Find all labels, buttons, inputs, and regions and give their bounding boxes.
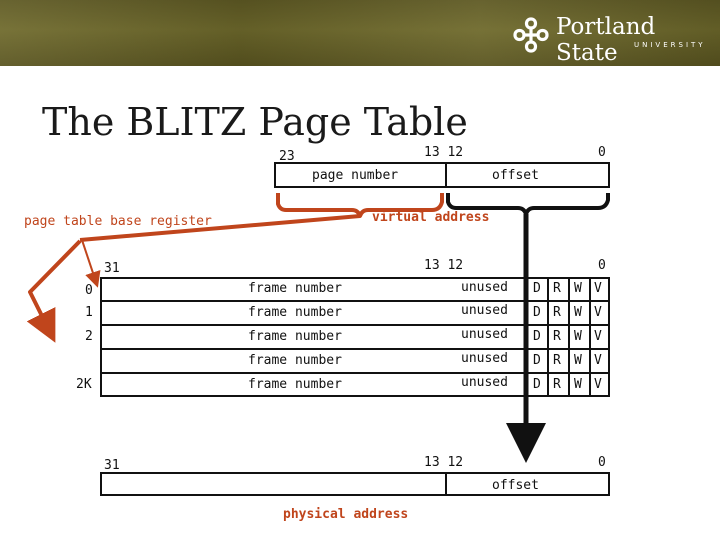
va-bit-low: 0: [598, 145, 606, 160]
pt-bit-low: 0: [598, 258, 606, 273]
pt-row-1-r: R: [553, 305, 561, 320]
va-divider: [445, 162, 447, 188]
pt-row-1-d: D: [533, 305, 541, 320]
pa-offset-field: offset: [492, 478, 539, 493]
pt-row-4-frame: frame number: [248, 377, 342, 392]
pt-col-divider-d: [526, 277, 528, 397]
physical-address-box: [100, 472, 610, 496]
pt-row-2-frame: frame number: [248, 329, 342, 344]
pt-col-divider-w: [568, 277, 570, 397]
page-table-box: [100, 277, 610, 397]
pa-bit-mid: 13 12: [424, 455, 464, 470]
header-banner: Portland State UNIVERSITY: [0, 0, 720, 66]
pt-index-0: 0: [85, 283, 93, 298]
pt-bit-high: 31: [104, 261, 120, 276]
pt-row-3-r: R: [553, 353, 561, 368]
va-page-number-field: page number: [312, 168, 399, 183]
psu-logo-icon: [513, 17, 549, 53]
pt-row-divider-1: [100, 300, 610, 302]
slide-title: The BLITZ Page Table: [42, 100, 468, 144]
pt-row-2-unused: unused: [461, 327, 508, 342]
pt-row-3-d: D: [533, 353, 541, 368]
pt-row-divider-3: [100, 348, 610, 350]
pt-row-4-v: V: [594, 377, 602, 392]
pt-col-divider-r: [547, 277, 549, 397]
pt-index-2: 2: [85, 329, 93, 344]
pa-bit-high: 31: [104, 458, 120, 473]
pt-row-4-unused: unused: [461, 375, 508, 390]
pt-row-2-w: W: [574, 329, 582, 344]
base-register-arrow: [26, 239, 82, 343]
pt-row-4-d: D: [533, 377, 541, 392]
banner-texture: [0, 0, 720, 66]
pt-row-3-v: V: [594, 353, 602, 368]
physical-address-label: physical address: [283, 507, 409, 522]
pt-row-3-w: W: [574, 353, 582, 368]
virtual-address-label: virtual address: [372, 210, 490, 225]
pt-row-2-d: D: [533, 329, 541, 344]
pt-index-1: 1: [85, 305, 93, 320]
pt-row-0-w: W: [574, 281, 582, 296]
base-to-row0: [81, 239, 101, 288]
va-offset-field: offset: [492, 168, 539, 183]
pt-row-0-v: V: [594, 281, 602, 296]
pt-row-0-r: R: [553, 281, 561, 296]
logo-subtitle: UNIVERSITY: [634, 41, 706, 49]
pa-bit-low: 0: [598, 455, 606, 470]
pt-row-divider-2: [100, 324, 610, 326]
pt-row-0-d: D: [533, 281, 541, 296]
va-bit-high: 23: [279, 149, 295, 164]
base-register-label: page table base register: [24, 214, 212, 229]
pt-row-3-unused: unused: [461, 351, 508, 366]
va-bit-mid: 13 12: [424, 145, 464, 160]
pt-row-4-w: W: [574, 377, 582, 392]
pt-row-2-r: R: [553, 329, 561, 344]
pt-bit-mid: 13 12: [424, 258, 464, 273]
pt-row-1-w: W: [574, 305, 582, 320]
pt-col-divider-v: [589, 277, 591, 397]
pt-index-2k: 2K: [76, 377, 92, 392]
pt-row-0-frame: frame number: [248, 281, 342, 296]
pt-row-divider-4: [100, 372, 610, 374]
pt-row-3-frame: frame number: [248, 353, 342, 368]
pt-row-1-frame: frame number: [248, 305, 342, 320]
pt-row-2-v: V: [594, 329, 602, 344]
pa-divider: [445, 472, 447, 496]
page-number-arrow: [79, 214, 361, 242]
virtual-address-box: [274, 162, 610, 188]
pt-row-1-unused: unused: [461, 303, 508, 318]
pt-row-1-v: V: [594, 305, 602, 320]
logo-name: Portland State: [556, 14, 656, 66]
pt-row-0-unused: unused: [461, 280, 508, 295]
pt-row-4-r: R: [553, 377, 561, 392]
